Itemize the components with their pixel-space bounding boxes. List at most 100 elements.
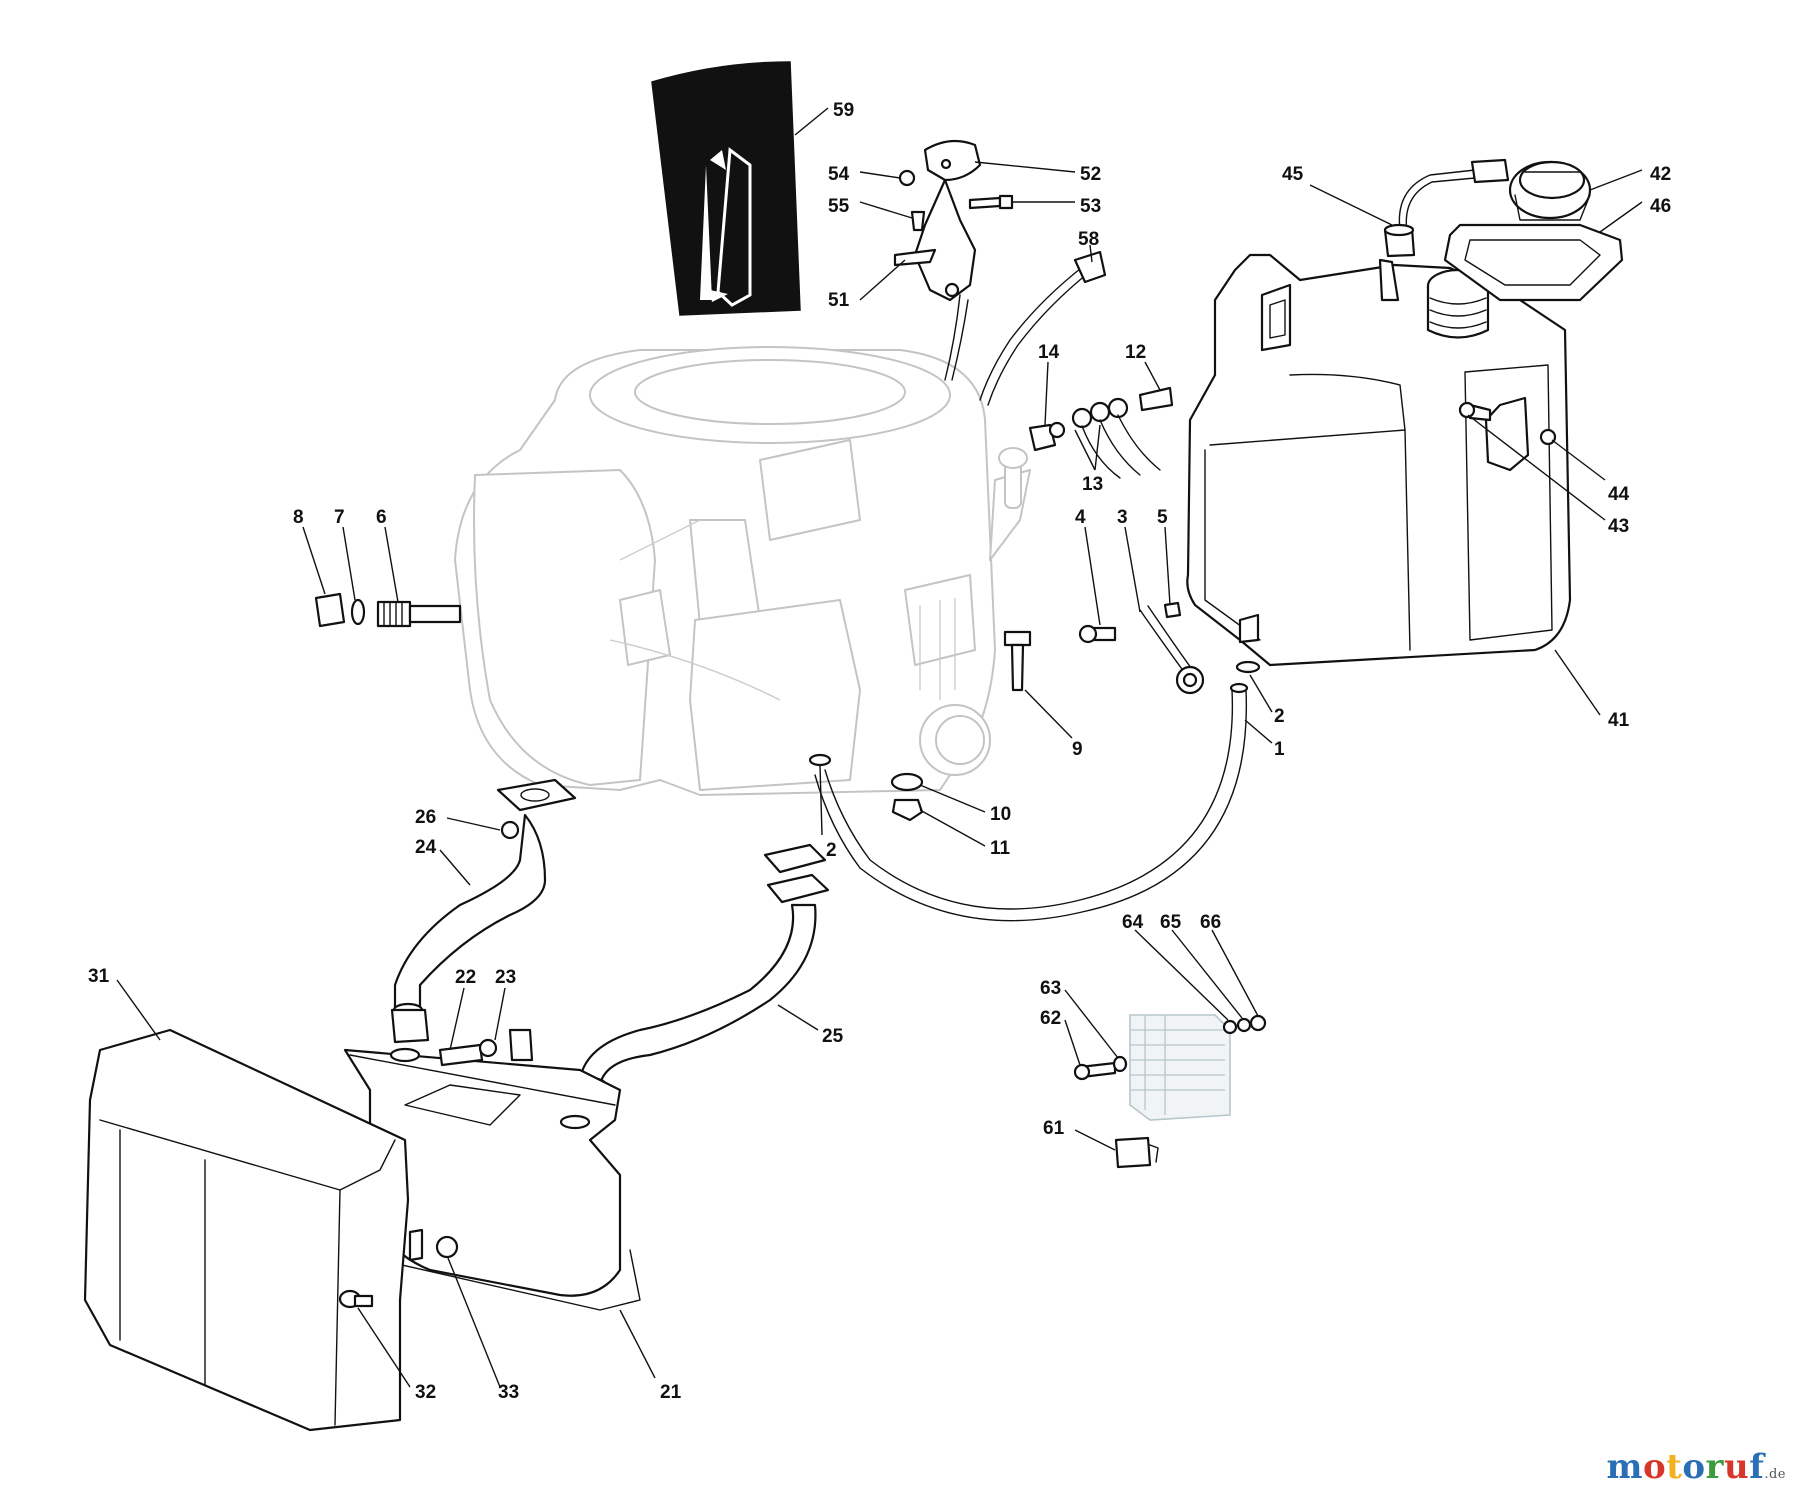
leader-lines [116,107,1643,1388]
callout-3: 3 [1117,507,1128,528]
leader-25 [777,1004,819,1031]
leader-13 [1074,424,1101,471]
nuts-10-11 [890,772,924,822]
leader-21 [619,1309,656,1379]
leader-9 [1024,689,1073,739]
fuel-line [808,660,1261,922]
leader-51 [859,259,906,301]
callout-8: 8 [293,507,304,528]
callout-5: 5 [1157,507,1168,528]
callout-11: 11 [990,838,1011,859]
leader-14 [1044,361,1049,426]
callout-45: 45 [1282,164,1304,185]
callout-44: 44 [1608,484,1630,505]
leader-7 [342,526,356,601]
callout-54: 54 [828,164,850,185]
callout-12: 12 [1125,342,1146,363]
watermark-letter: f [1749,1447,1765,1487]
voltage-regulator [1073,1014,1267,1169]
callout-2a: 2 [1274,706,1285,727]
watermark-letter: u [1723,1447,1750,1487]
callout-23: 23 [495,967,516,988]
watermark-letter: m [1606,1447,1643,1487]
callout-6: 6 [376,507,387,528]
leader-5 [1164,526,1171,606]
callout-62: 62 [1040,1008,1061,1029]
callout-21: 21 [660,1382,682,1403]
leader-12 [1144,361,1161,391]
watermark-letter: t [1666,1447,1683,1487]
leader-58 [1089,244,1093,263]
stud-assembly [314,592,462,628]
callout-32: 32 [415,1382,436,1403]
watermark-letter: r [1705,1447,1724,1487]
callout-51: 51 [828,290,850,311]
leader-32 [357,1307,411,1388]
callout-43: 43 [1608,516,1629,537]
leader-10 [919,784,986,813]
leader-64 [1134,929,1229,1021]
leader-46 [1599,201,1643,233]
leader-55 [859,201,913,219]
leader-44 [1551,439,1606,481]
leader-52 [974,161,1076,173]
callout-55: 55 [828,196,850,217]
throttle-decal [651,61,801,316]
leader-26 [446,817,501,831]
callout-52: 52 [1080,164,1101,185]
leader-6 [384,526,399,603]
leader-43 [1467,414,1606,521]
leader-2a [1249,674,1273,713]
leader-61 [1074,1129,1116,1151]
callout-61: 61 [1043,1118,1065,1139]
callout-labels: 1 2 2 3 4 5 6 7 8 9 10 11 12 13 14 21 22… [88,100,1671,1403]
callout-2b: 2 [826,840,837,861]
watermark-logo: motoruf.de [1606,1447,1786,1487]
engine-block [454,346,1031,796]
callout-66: 66 [1200,912,1221,933]
leader-1 [1244,719,1273,744]
heat-shield [83,1028,459,1432]
callout-33: 33 [498,1382,519,1403]
callout-26: 26 [415,807,436,828]
leader-8 [302,526,326,595]
callout-53: 53 [1080,196,1101,217]
watermark-tld: .de [1764,1467,1786,1482]
tank-bracket [1458,396,1557,472]
leader-24 [439,849,471,886]
leader-41 [1554,649,1601,716]
callout-4: 4 [1075,507,1086,528]
ground-clamp [1078,601,1205,695]
callout-22: 22 [455,967,476,988]
watermark-letter: o [1682,1447,1706,1487]
leader-66 [1211,929,1259,1017]
callout-25: 25 [822,1026,844,1047]
leader-33 [447,1257,501,1388]
exhaust-pipes [390,778,830,1094]
callout-46: 46 [1650,196,1671,217]
callout-13: 13 [1082,474,1103,495]
leader-42 [1589,169,1643,191]
leader-3 [1124,526,1141,613]
leader-31 [116,979,161,1041]
bolt-9 [1003,630,1032,692]
leader-62 [1064,1019,1081,1066]
callout-7: 7 [334,507,345,528]
ground-terminals [1028,386,1174,479]
leader-22 [449,987,465,1051]
choke-cable [979,250,1107,406]
leader-11 [919,809,986,847]
callout-58: 58 [1078,229,1099,250]
callout-65: 65 [1160,912,1182,933]
callout-9: 9 [1072,739,1083,760]
leader-2b [819,764,823,836]
leader-54 [859,171,901,179]
leader-45 [1309,184,1393,226]
callout-59: 59 [833,100,854,121]
leader-63 [1064,989,1119,1059]
callout-42: 42 [1650,164,1671,185]
fuel-cap [1443,160,1624,302]
callout-14: 14 [1038,342,1060,363]
callout-31: 31 [88,966,110,987]
